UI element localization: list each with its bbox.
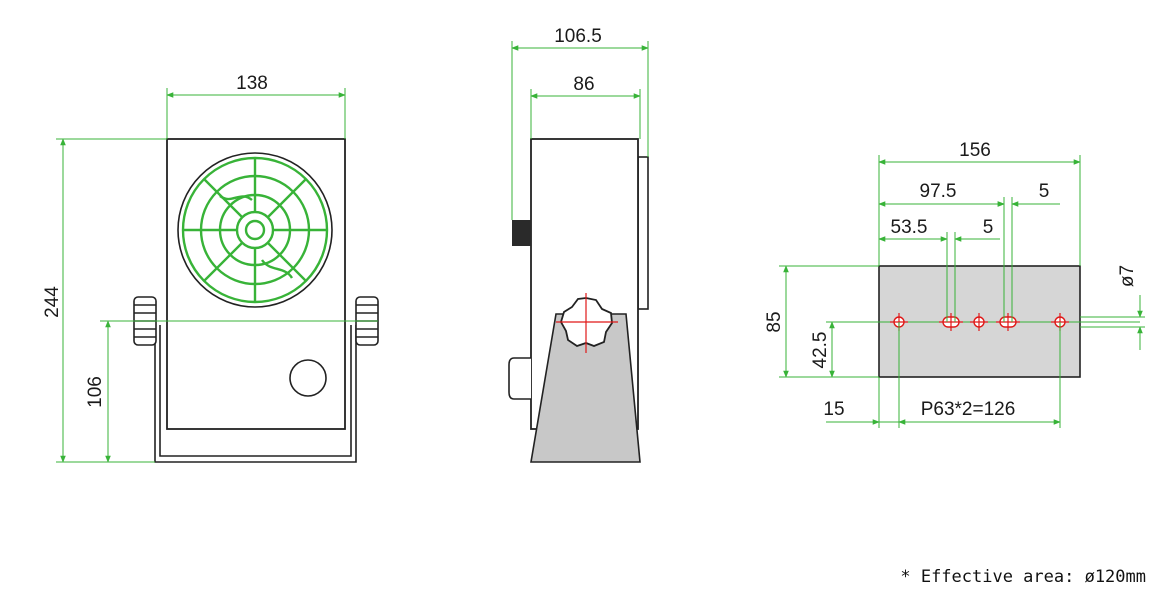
connector-icon (512, 220, 531, 246)
dim-edge-offset: 15 (823, 399, 844, 420)
front-view: 138 244 106 (42, 73, 379, 463)
power-switch-icon (289, 359, 327, 397)
mount-plate-view: 156 97.5 5 53.5 5 85 42.5 ø7 (764, 140, 1145, 428)
dim-97-5: 97.5 (920, 181, 957, 202)
dim-body-depth: 86 (573, 74, 594, 95)
dim-width: 138 (236, 73, 268, 94)
dim-plate-width: 156 (959, 140, 991, 161)
dim-53-5: 53.5 (891, 217, 928, 238)
effective-area-note: * Effective area: ø120mm (900, 567, 1146, 587)
dim-hole-row-height: 42.5 (810, 332, 831, 369)
side-view: 106.5 86 (508, 26, 649, 463)
dim-slot-5-upper: 5 (1039, 181, 1050, 202)
fan-grille-icon (177, 152, 333, 308)
dim-overall-depth: 106.5 (554, 26, 602, 47)
dim-slot-5-lower: 5 (983, 217, 994, 238)
dim-hole-diameter: ø7 (1117, 265, 1138, 287)
dim-pitch: P63*2=126 (921, 399, 1016, 420)
dim-knob-height: 106 (85, 376, 106, 408)
dim-height: 244 (42, 286, 63, 318)
dim-plate-height: 85 (764, 311, 785, 332)
mount-hole-icon (970, 313, 988, 331)
